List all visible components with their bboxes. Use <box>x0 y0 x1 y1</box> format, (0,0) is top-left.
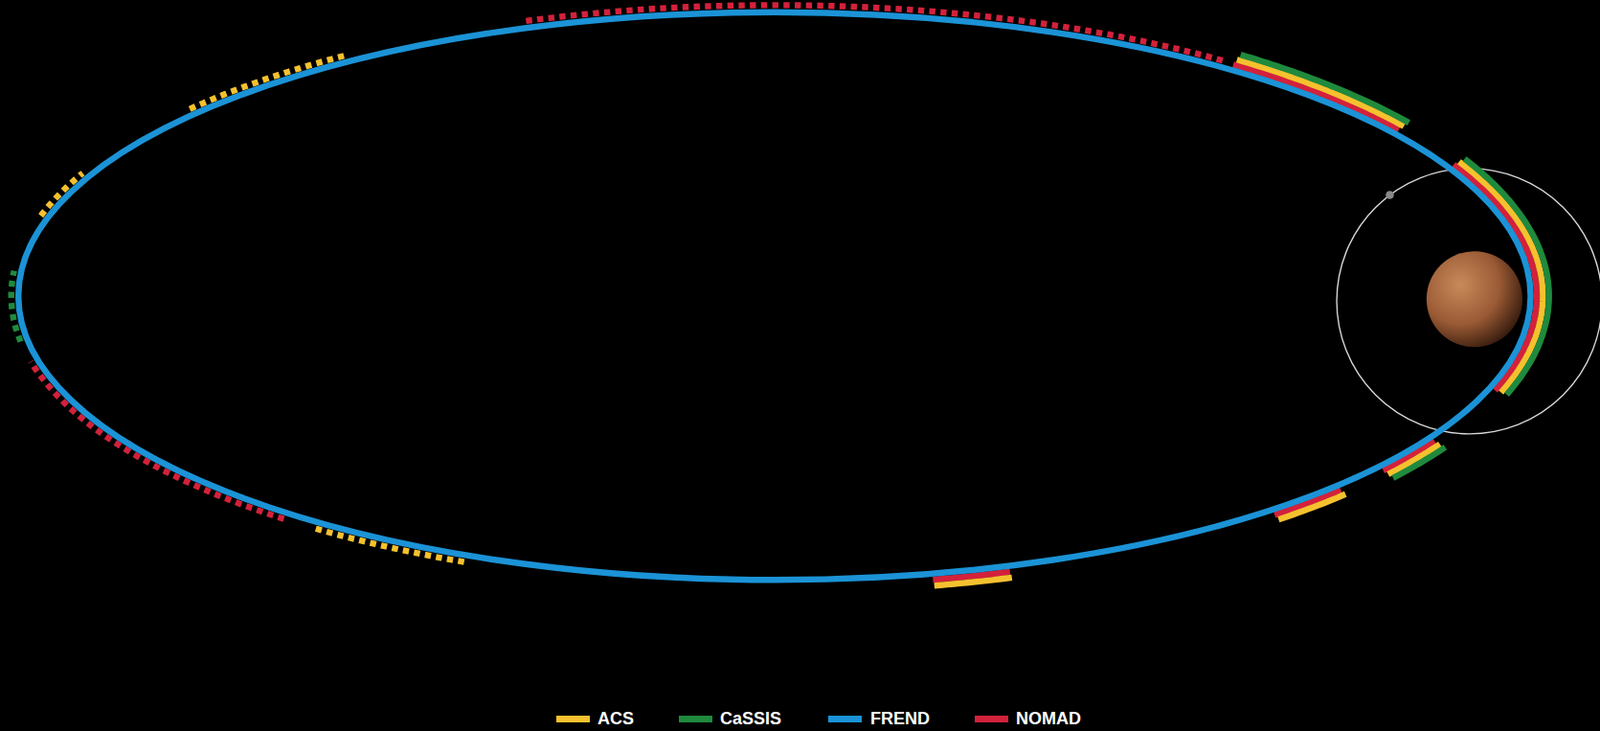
legend-swatch <box>828 715 862 722</box>
legend-swatch <box>556 715 590 722</box>
legend-label: ACS <box>597 708 634 728</box>
band-segment <box>1237 59 1404 127</box>
band-segment <box>934 577 1013 586</box>
legend-label: CaSSIS <box>720 708 782 728</box>
mars <box>1426 250 1523 347</box>
instrument-bands <box>11 4 1550 586</box>
moon <box>1385 190 1395 200</box>
dashed-segment <box>30 360 284 519</box>
legend-label: NOMAD <box>1015 708 1082 728</box>
legend-swatch <box>678 715 713 722</box>
dashed-segment <box>315 528 465 563</box>
moon-orbit <box>1336 168 1600 434</box>
legend-swatch <box>974 715 1009 722</box>
dashed-segment <box>41 173 84 217</box>
band-segment <box>1240 54 1410 123</box>
legend-label: FREND <box>870 708 930 728</box>
frend-orbit <box>18 12 1531 580</box>
